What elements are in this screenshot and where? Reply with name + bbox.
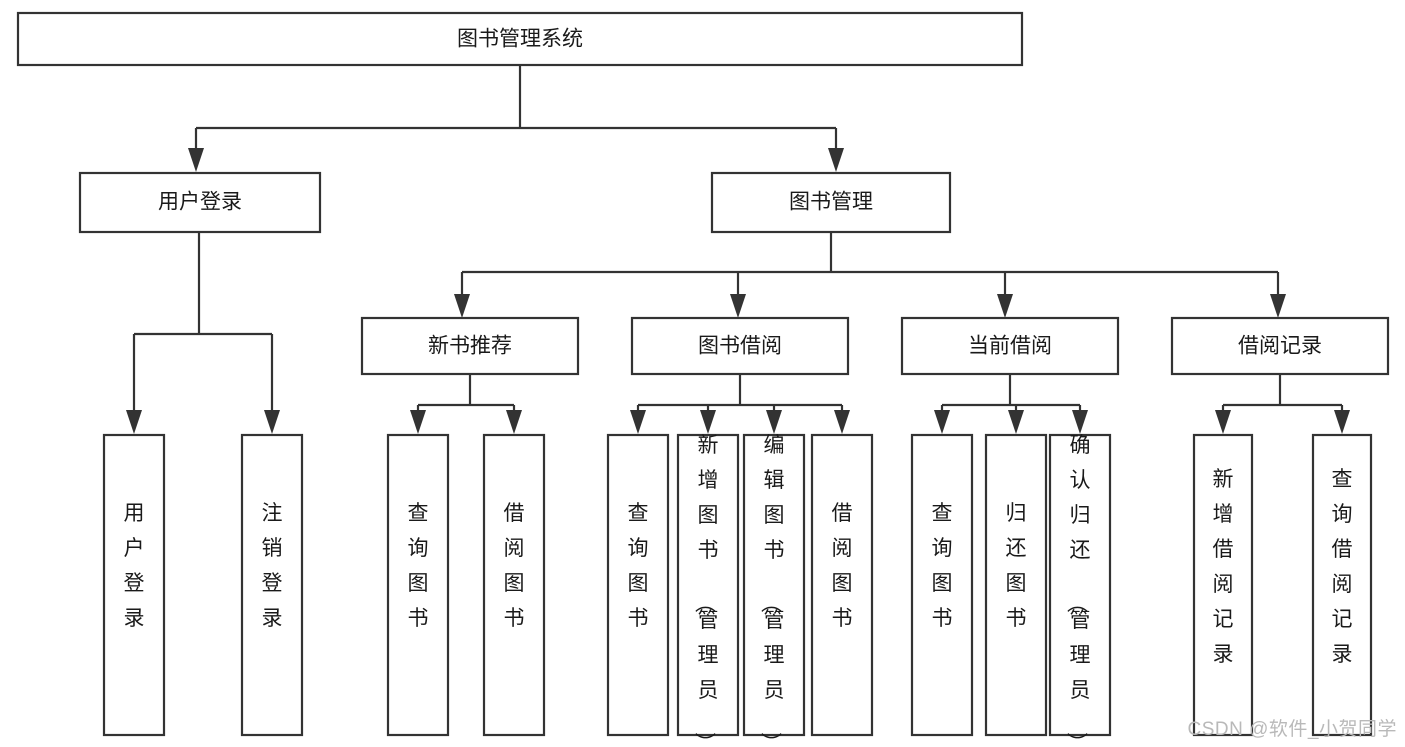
leaf-borrow-book-1-label: 借阅图书 xyxy=(504,502,525,630)
arrow-head-leaf-borrow-book-1 xyxy=(506,410,522,434)
leaf-node-logout-login[interactable]: 注销登录 xyxy=(240,433,304,737)
leaf-add-book-label: 新增图书（管理员） xyxy=(693,434,719,747)
leaf-query-book-3-label: 查询图书 xyxy=(932,502,953,630)
leaf-node-return-book[interactable]: 归还图书 xyxy=(984,433,1048,737)
leaf-query-book-2-box[interactable] xyxy=(606,433,670,737)
connector-layer xyxy=(126,65,1350,434)
leaf-node-confirm-return[interactable]: 确认归还（管理员） xyxy=(1048,433,1112,747)
arrow-head-leaf-query-book-2 xyxy=(630,410,646,434)
node-book-borrow[interactable]: 图书借阅 xyxy=(630,316,850,376)
leaf-borrow-book-2-label: 借阅图书 xyxy=(832,502,853,630)
node-borrow-record-label: 借阅记录 xyxy=(1238,335,1322,358)
leaf-user-login-label: 用户登录 xyxy=(124,502,145,630)
leaf-node-edit-book[interactable]: 编辑图书（管理员） xyxy=(742,433,806,747)
leaf-node-query-book-3[interactable]: 查询图书 xyxy=(910,433,974,737)
arrow-head-leaf-logout-login xyxy=(264,410,280,434)
arrow-head-book-borrow xyxy=(730,294,746,318)
leaf-node-query-book-1[interactable]: 查询图书 xyxy=(386,433,450,737)
leaf-node-add-book[interactable]: 新增图书（管理员） xyxy=(676,433,740,747)
node-current-borrow[interactable]: 当前借阅 xyxy=(900,316,1120,376)
arrow-head-leaf-query-book-1 xyxy=(410,410,426,434)
arrow-head-current-borrow xyxy=(997,294,1013,318)
node-book-management[interactable]: 图书管理 xyxy=(710,171,952,234)
node-current-borrow-label: 当前借阅 xyxy=(968,335,1052,358)
arrow-head-user-login xyxy=(188,148,204,172)
node-new-book-recommend-label: 新书推荐 xyxy=(428,335,512,358)
arrow-head-book-management xyxy=(828,148,844,172)
node-current-borrow-box[interactable] xyxy=(900,316,1120,376)
leaf-query-book-1-label: 查询图书 xyxy=(408,502,429,630)
leaf-node-query-record[interactable]: 查询借阅记录 xyxy=(1311,433,1373,737)
leaf-borrow-book-1-box[interactable] xyxy=(482,433,546,737)
leaf-node-borrow-book-2[interactable]: 借阅图书 xyxy=(810,433,874,737)
arrow-head-leaf-query-record xyxy=(1334,410,1350,434)
arrow-head-leaf-query-book-3 xyxy=(934,410,950,434)
leaf-query-record-label: 查询借阅记录 xyxy=(1332,468,1353,666)
arrow-head-leaf-add-record xyxy=(1215,410,1231,434)
leaf-return-book-box[interactable] xyxy=(984,433,1048,737)
leaf-node-borrow-book-1[interactable]: 借阅图书 xyxy=(482,433,546,737)
node-root[interactable]: 图书管理系统 xyxy=(16,11,1024,67)
leaf-logout-login-box[interactable] xyxy=(240,433,304,737)
node-borrow-record-box[interactable] xyxy=(1170,316,1390,376)
leaf-return-book-label: 归还图书 xyxy=(1006,502,1027,630)
node-borrow-record[interactable]: 借阅记录 xyxy=(1170,316,1390,376)
leaf-logout-login-label: 注销登录 xyxy=(262,502,283,630)
leaf-node-user-login[interactable]: 用户登录 xyxy=(102,433,166,737)
arrow-head-leaf-edit-book xyxy=(766,410,782,434)
node-root-box[interactable] xyxy=(16,11,1024,67)
leaf-user-login-box[interactable] xyxy=(102,433,166,737)
arrow-head-leaf-user-login xyxy=(126,410,142,434)
node-book-borrow-box[interactable] xyxy=(630,316,850,376)
leaf-add-record-box[interactable] xyxy=(1192,433,1254,737)
leaf-query-record-box[interactable] xyxy=(1311,433,1373,737)
leaf-edit-book-label: 编辑图书（管理员） xyxy=(759,434,785,747)
leaf-add-record-label: 新增借阅记录 xyxy=(1213,468,1234,666)
arrow-head-leaf-return-book xyxy=(1008,410,1024,434)
node-user-login[interactable]: 用户登录 xyxy=(78,171,322,234)
leaf-confirm-return-box[interactable] xyxy=(1048,433,1112,737)
leaf-node-add-record[interactable]: 新增借阅记录 xyxy=(1192,433,1254,737)
leaf-borrow-book-2-box[interactable] xyxy=(810,433,874,737)
node-book-management-label: 图书管理 xyxy=(789,191,873,214)
arrow-head-leaf-borrow-book-2 xyxy=(834,410,850,434)
leaf-query-book-1-box[interactable] xyxy=(386,433,450,737)
leaf-query-book-3-box[interactable] xyxy=(910,433,974,737)
arrow-head-borrow-record xyxy=(1270,294,1286,318)
node-user-login-label: 用户登录 xyxy=(158,191,242,214)
arrow-head-new-book-recommend xyxy=(454,294,470,318)
leaf-add-book-box[interactable] xyxy=(676,433,740,737)
leaf-confirm-return-label: 确认归还（管理员） xyxy=(1065,434,1091,747)
node-new-book-recommend-box[interactable] xyxy=(360,316,580,376)
node-new-book-recommend[interactable]: 新书推荐 xyxy=(360,316,580,376)
leaf-query-book-2-label: 查询图书 xyxy=(628,502,649,630)
leaf-node-query-book-2[interactable]: 查询图书 xyxy=(606,433,670,737)
node-book-borrow-label: 图书借阅 xyxy=(698,335,782,358)
node-root-label: 图书管理系统 xyxy=(457,28,583,51)
leaf-edit-book-box[interactable] xyxy=(742,433,806,737)
arrow-head-leaf-add-book xyxy=(700,410,716,434)
arrow-head-leaf-confirm-return xyxy=(1072,410,1088,434)
node-book-management-box[interactable] xyxy=(710,171,952,234)
node-user-login-box[interactable] xyxy=(78,171,322,234)
